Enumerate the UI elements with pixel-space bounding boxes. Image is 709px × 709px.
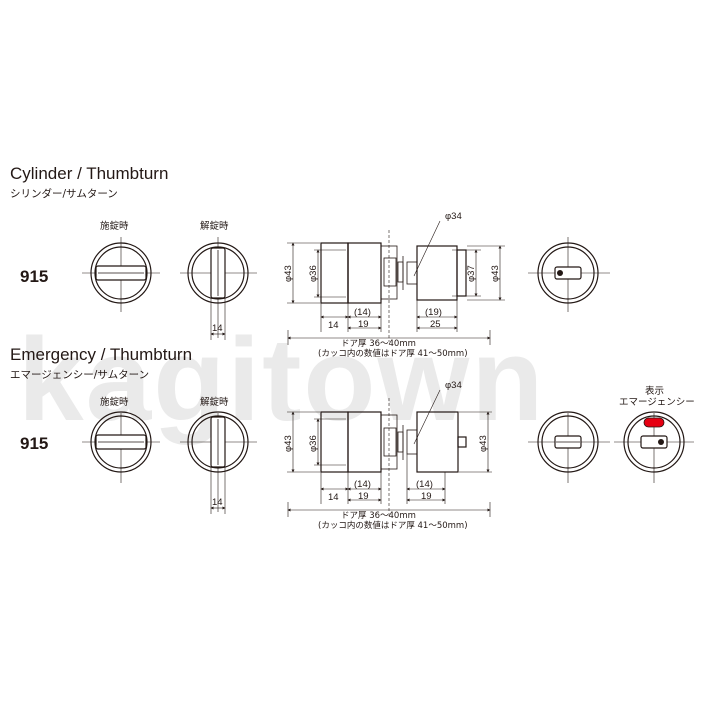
unlocked-label: 解錠時 [200,220,229,232]
door-thickness-note: ドア厚 36～40mm [341,339,416,349]
section-emergency: Emergency / Thumbturn エマージェンシー/サムターン 915… [10,345,695,531]
dim-19-right: 19 [421,491,432,502]
door-thickness-note-paren: (カッコ内の数値はドア厚 41～50mm) [318,520,468,531]
dim-14: 14 [328,492,339,503]
dim-phi34: φ34 [445,211,462,222]
dim-phi43-right: φ43 [478,435,489,452]
section-title-en: Cylinder / Thumbturn [10,164,168,183]
unlocked-label: 解錠時 [200,396,229,408]
width-14-label: 14 [212,323,223,334]
model-number: 915 [20,434,48,453]
indicator-label: 表示 [645,385,664,397]
dim-14: 14 [328,320,339,331]
section-cylinder: Cylinder / Thumbturn シリンダー/サムターン 915 施錠時… [10,164,610,359]
unlocked-face-view [180,237,257,340]
section-title-jp: シリンダー/サムターン [10,187,118,200]
dim-phi43-right: φ43 [490,265,501,282]
dim-19: 19 [358,491,369,502]
side-view [287,389,492,517]
section-title-en: Emergency / Thumbturn [10,345,192,364]
dim-phi34: φ34 [445,380,462,391]
dim-phi37: φ37 [466,265,477,282]
unlocked-face-view [180,411,257,514]
dim-phi43-left: φ43 [283,265,294,282]
door-thickness-note: ドア厚 36～40mm [341,511,416,521]
locked-label: 施錠時 [100,220,129,232]
watermark: kagitown [18,314,545,446]
locked-face-view [82,411,160,483]
emergency-indicator-icon [643,417,665,428]
indicator-label-emergency: エマージェンシー [619,397,695,408]
side-view [287,220,505,345]
section-title-jp: エマージェンシー/サムターン [10,369,149,381]
emergency-face-view [528,411,610,483]
locked-face-view [82,237,160,312]
dim-phi43-left: φ43 [283,435,294,452]
dim-19: 19 [358,319,369,330]
door-thickness-note-paren: (カッコ内の数値はドア厚 41～50mm) [318,348,468,359]
width-14-label: 14 [212,497,223,508]
dim-phi36: φ36 [308,265,319,282]
dim-phi36: φ36 [308,435,319,452]
dim-14-paren-right: (14) [416,479,433,490]
dim-19-paren: (19) [425,307,442,318]
indicator-face-view [614,411,694,483]
dim-25: 25 [430,319,441,330]
dim-14-paren: (14) [354,479,371,490]
thumbturn-face-view [528,237,610,312]
model-number: 915 [20,267,48,286]
dim-14-paren: (14) [354,307,371,318]
locked-label: 施錠時 [100,396,129,408]
